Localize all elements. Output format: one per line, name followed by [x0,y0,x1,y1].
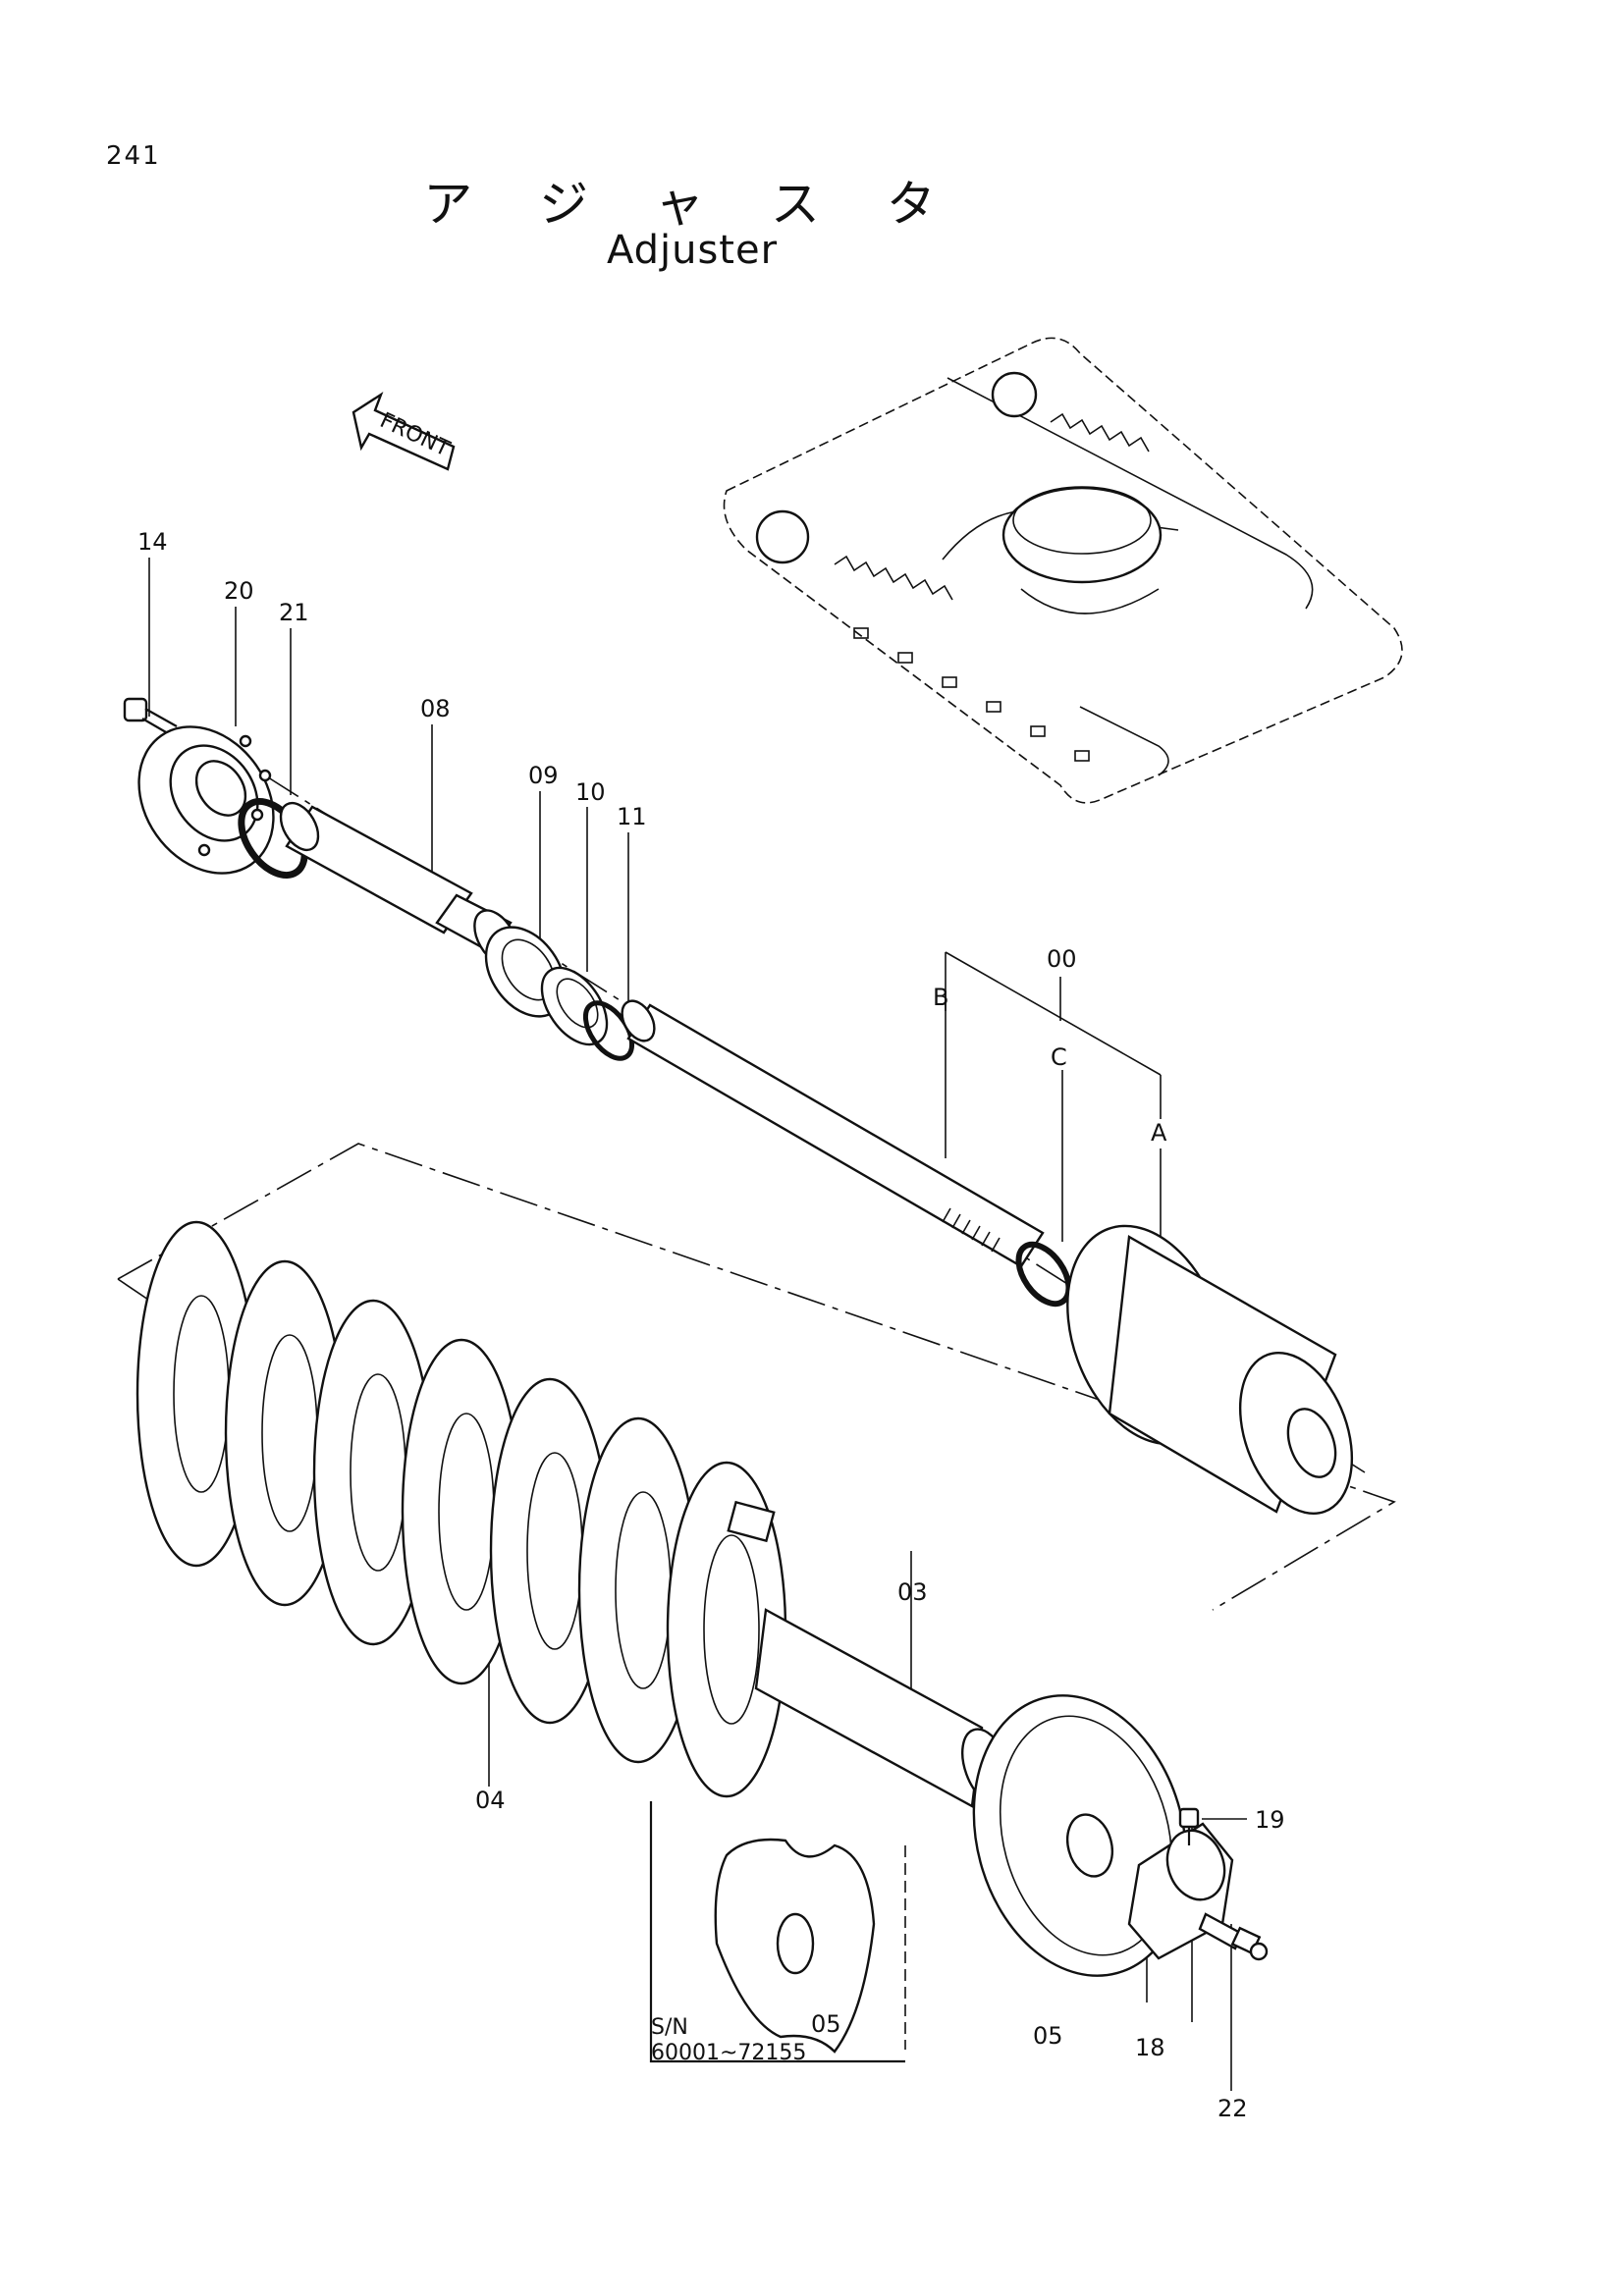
label-14: 14 [137,528,168,556]
label-10: 10 [575,778,606,806]
leader-lines [148,558,1247,2091]
title-english: Adjuster [606,228,779,273]
cylinder-body-A [1066,1224,1354,1516]
label-04: 04 [475,1787,506,1814]
flange-cover-20 [137,725,275,875]
inset-sn-label: S/N [651,2015,688,2040]
o-ring-C [1015,1241,1072,1308]
bolt-19 [1178,1807,1200,1845]
piston-rod-B [621,999,1045,1268]
label-B: B [933,984,948,1011]
grease-fitting-22 [1198,1912,1269,1961]
inset-box [649,1801,906,2063]
label-00: 00 [1047,945,1077,973]
label-08: 08 [420,695,451,722]
label-21: 21 [279,599,309,626]
label-A: A [1151,1119,1167,1147]
label-20: 20 [224,577,254,605]
label-05-main: 05 [1033,2022,1063,2050]
label-18: 18 [1135,2034,1165,2061]
inset-sn-range: 60001~72155 [651,2041,806,2065]
label-22: 22 [1217,2095,1248,2122]
label-19: 19 [1255,1806,1285,1834]
label-03: 03 [897,1578,928,1606]
label-05-inset: 05 [811,2010,841,2038]
undercarriage-overview [723,337,1403,804]
coil-spring-04 [135,1220,787,1798]
front-arrow: FRONT [352,392,456,471]
bolt-14 [123,697,178,737]
label-09: 09 [528,762,559,789]
seal-10-inner [556,978,599,1029]
label-11: 11 [617,803,647,830]
title-japanese: ア ジ ャ ス タ [423,176,961,233]
page-number: 241 [106,141,161,171]
label-C: C [1051,1043,1067,1071]
